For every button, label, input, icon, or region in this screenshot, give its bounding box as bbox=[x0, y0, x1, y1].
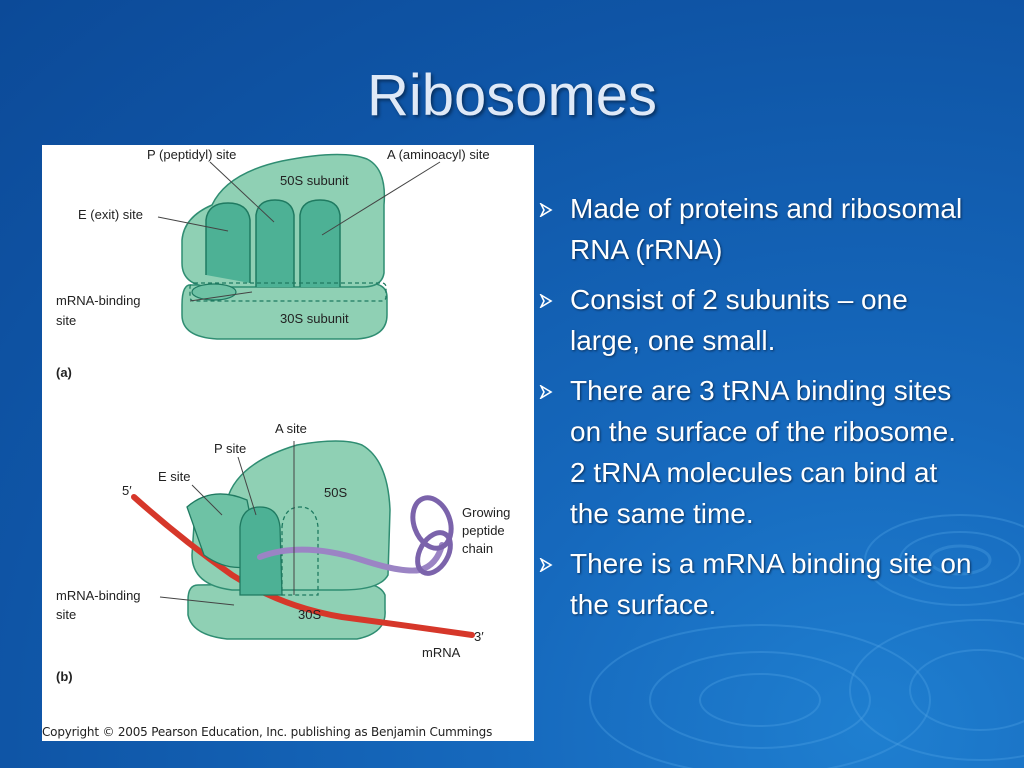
label-mrna: mRNA bbox=[422, 645, 461, 660]
label-growing-1: Growing bbox=[462, 505, 510, 520]
bullet-text: There are 3 tRNA binding sites on the su… bbox=[570, 375, 956, 529]
label-e-site: E (exit) site bbox=[78, 207, 143, 222]
label-large-subunit: 50S subunit bbox=[280, 173, 349, 188]
arrow-bullet-icon bbox=[539, 294, 553, 308]
label-b-a-site: A site bbox=[275, 421, 307, 436]
ribosome-diagram: P (peptidyl) site A (aminoacyl) site 50S… bbox=[56, 147, 510, 684]
label-b-e-site: E site bbox=[158, 469, 191, 484]
ribosome-figure: P (peptidyl) site A (aminoacyl) site 50S… bbox=[42, 145, 534, 741]
label-mrna-binding-a-1: mRNA-binding bbox=[56, 293, 141, 308]
label-growing-2: peptide bbox=[462, 523, 505, 538]
label-b-large-subunit: 50S bbox=[324, 485, 347, 500]
label-p-site: P (peptidyl) site bbox=[147, 147, 236, 162]
label-a-site: A (aminoacyl) site bbox=[387, 147, 490, 162]
label-panel-b: (b) bbox=[56, 669, 73, 684]
bullet-text: Made of proteins and ribosomal RNA (rRNA… bbox=[570, 193, 963, 265]
arrow-bullet-icon bbox=[539, 558, 553, 572]
bullet-text: There is a mRNA binding site on the surf… bbox=[570, 548, 972, 620]
bullet-item: Made of proteins and ribosomal RNA (rRNA… bbox=[534, 188, 974, 270]
peptide-chain bbox=[257, 542, 445, 574]
label-small-subunit: 30S subunit bbox=[280, 311, 349, 326]
label-mrna-binding-a-2: site bbox=[56, 313, 76, 328]
mrna-strand bbox=[131, 494, 475, 638]
arrow-bullet-icon bbox=[539, 385, 553, 399]
label-five-prime: 5′ bbox=[122, 483, 132, 498]
slide-title: Ribosomes bbox=[366, 63, 658, 128]
copyright-notice: Copyright © 2005 Pearson Education, Inc.… bbox=[42, 725, 493, 739]
panel-b-diagram bbox=[131, 440, 475, 640]
bullet-item: There are 3 tRNA binding sites on the su… bbox=[534, 370, 974, 534]
panel-a-diagram bbox=[157, 153, 441, 340]
label-mrna-binding-b-2: site bbox=[56, 607, 76, 622]
bullet-list: Made of proteins and ribosomal RNA (rRNA… bbox=[534, 188, 974, 634]
label-b-p-site: P site bbox=[214, 441, 246, 456]
small-subunit-shape bbox=[181, 282, 388, 340]
bullet-text: Consist of 2 subunits – one large, one s… bbox=[570, 284, 908, 356]
label-three-prime: 3′ bbox=[474, 629, 484, 644]
bullet-item: Consist of 2 subunits – one large, one s… bbox=[534, 279, 974, 361]
bullet-item: There is a mRNA binding site on the surf… bbox=[534, 543, 974, 625]
label-b-small-subunit: 30S bbox=[298, 607, 321, 622]
label-growing-3: chain bbox=[462, 541, 493, 556]
arrow-bullet-icon bbox=[539, 203, 553, 217]
label-panel-a: (a) bbox=[56, 365, 72, 380]
small-subunit-3d bbox=[187, 582, 386, 640]
label-mrna-binding-b-1: mRNA-binding bbox=[56, 588, 141, 603]
